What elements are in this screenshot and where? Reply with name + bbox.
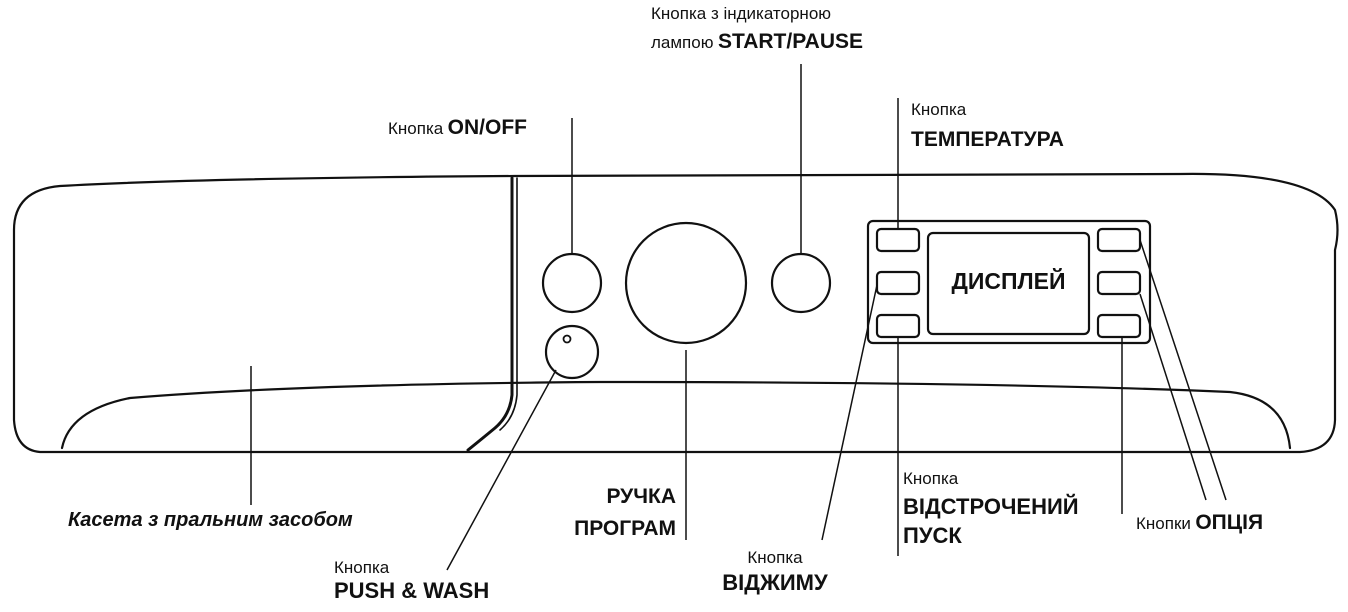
detergent-drawer-label: Касета з пральним засобом <box>68 509 353 531</box>
program-knob-line1: РУЧКА <box>606 485 676 508</box>
panel-outline <box>12 172 1339 454</box>
start-pause-button-shape <box>770 252 832 314</box>
push-wash-name: PUSH & WASH <box>334 577 490 603</box>
push-wash-prefix: Кнопка <box>334 558 390 577</box>
push-wash-label: Кнопка PUSH & WASH <box>334 558 489 603</box>
temperature-label: Кнопка ТЕМПЕРАТУРА <box>911 100 1064 152</box>
spin-label: Кнопка ВІДЖИМУ <box>700 548 850 595</box>
display-module-frame <box>866 219 1152 345</box>
delay-button-shape <box>875 313 921 339</box>
delay-start-line2: ПУСК <box>903 522 962 548</box>
push-wash-dot <box>562 334 572 344</box>
option-prefix: Кнопки <box>1136 514 1191 533</box>
delay-start-line1: ВІДСТРОЧЕНИЙ <box>903 493 1079 519</box>
display-screen <box>926 231 1091 336</box>
panel-lower-curve <box>60 380 1292 450</box>
spin-button-shape <box>875 270 921 296</box>
on-off-prefix: Кнопка <box>388 119 444 138</box>
delay-start-prefix: Кнопка <box>903 469 959 488</box>
option3-button-shape <box>1096 313 1142 339</box>
program-knob-label: РУЧКА ПРОГРАМ <box>540 485 676 541</box>
start-pause-label: Кнопка з індикаторною лампою START/PAUSE <box>651 4 863 54</box>
option1-button-shape <box>1096 227 1142 253</box>
temperature-prefix: Кнопка <box>911 100 967 119</box>
display-label: ДИСПЛЕЙ <box>951 268 1066 294</box>
leader-lines <box>250 64 1227 571</box>
leader-spin <box>821 284 878 541</box>
program-knob-shape <box>624 221 748 345</box>
spin-name: ВІДЖИМУ <box>722 569 828 595</box>
option-name: ОПЦІЯ <box>1195 511 1264 534</box>
temp-button-shape <box>875 227 921 253</box>
temperature-name: ТЕМПЕРАТУРА <box>911 127 1064 151</box>
on-off-button-shape <box>541 252 603 314</box>
start-pause-prefix-line1: Кнопка з індикаторною <box>651 4 832 23</box>
drawer-divider <box>466 176 514 452</box>
push-wash-button-shape <box>544 324 600 380</box>
program-knob-line2: ПРОГРАМ <box>574 517 676 541</box>
on-off-label: Кнопка ON/OFF <box>388 116 527 140</box>
spin-prefix: Кнопка <box>747 548 803 567</box>
leader-push-wash <box>446 369 557 571</box>
start-pause-prefix-line2: лампою <box>651 32 714 52</box>
option2-button-shape <box>1096 270 1142 296</box>
on-off-name: ON/OFF <box>447 116 527 139</box>
delay-start-label: Кнопка ВІДСТРОЧЕНИЙ ПУСК <box>903 469 1079 548</box>
option-label: Кнопки ОПЦІЯ <box>1136 511 1263 535</box>
start-pause-name: START/PAUSE <box>717 29 863 53</box>
leader-option-2 <box>1139 293 1207 501</box>
leader-option-1 <box>1139 239 1227 501</box>
